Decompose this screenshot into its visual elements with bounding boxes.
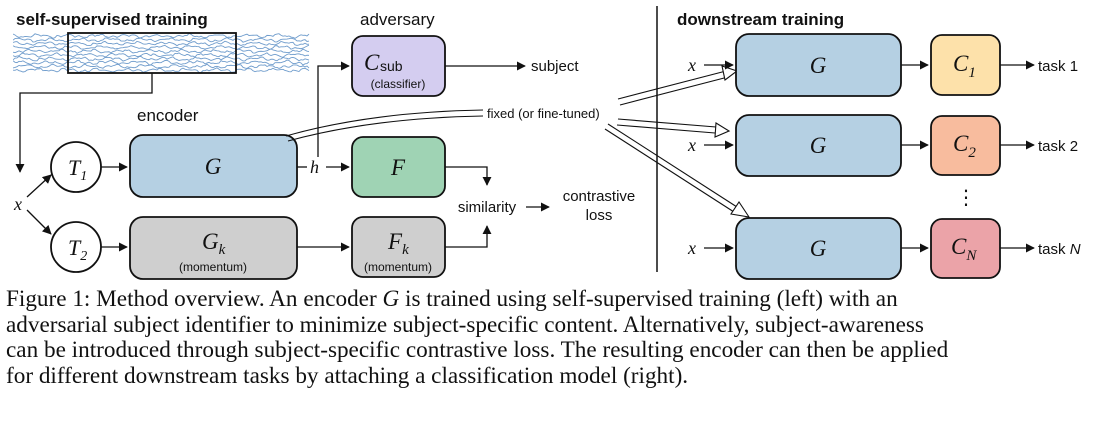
adversary-label: adversary (360, 10, 435, 29)
signal-channel-trace (13, 37, 310, 43)
caption-part-1: Figure 1: Method overview. An encoder (6, 286, 383, 312)
momentum-gk-note: (momentum) (179, 260, 247, 274)
caption-line-3: can be introduced through subject-specif… (6, 337, 949, 363)
signal-channel-trace (13, 67, 310, 73)
f-to-similarity-arrow (445, 166, 492, 186)
task-2-label: task 2 (1038, 138, 1078, 155)
signal-channel-trace (13, 59, 310, 66)
downstream-row1-encoder-label: G (810, 53, 827, 78)
caption-line-2: adversarial subject identifier to minimi… (6, 311, 924, 338)
signal-channel-trace (13, 63, 310, 69)
momentum-fk-note: (momentum) (364, 260, 432, 274)
adversary-csub-subscript: sub (380, 58, 403, 74)
similarity-label: similarity (458, 199, 517, 216)
downstream-row2-input: x (687, 135, 696, 155)
classifier-c2-label: C2 (953, 131, 976, 161)
encoder-label: encoder (137, 106, 199, 125)
projector-f-label: F (390, 155, 406, 180)
x-input-left: x (13, 194, 22, 214)
fk-to-similarity-arrow (445, 225, 492, 248)
momentum-fk-label: Fk (387, 229, 409, 258)
h-label: h (310, 157, 319, 177)
signal-channel-trace (13, 52, 310, 58)
downstream-rowN-input: x (687, 238, 696, 258)
momentum-gk-box (129, 216, 298, 280)
signal-channel-trace (13, 48, 310, 54)
contrastive-loss-label-line2: loss (586, 207, 613, 224)
fixed-weights-transfer (285, 109, 484, 142)
signal-to-x-arrow (15, 73, 153, 173)
signal-channel-trace (13, 40, 310, 47)
subject-output-label: subject (531, 58, 579, 75)
method-overview-diagram: self-supervised training downstream trai… (13, 6, 1081, 280)
downstream-row2-encoder-label: G (810, 133, 827, 158)
transfer-arrow-rowN (604, 123, 751, 218)
caption-line-4: for different downstream tasks by attach… (6, 362, 689, 389)
fixed-or-finetuned-label: fixed (or fine-tuned) (487, 106, 600, 121)
signal-channel-trace (13, 44, 310, 51)
x-to-t1-arrow (26, 174, 52, 198)
caption-part-2: is trained using self-supervised trainin… (399, 286, 898, 312)
signal-channel-trace (13, 55, 310, 62)
signal-channel-trace (13, 33, 310, 39)
x-to-t2-arrow (26, 209, 52, 235)
transfer-arrow-row1 (617, 65, 739, 106)
downstream-rowN-encoder-label: G (810, 236, 827, 261)
momentum-gk-label: Gk (202, 229, 226, 258)
h-to-adversary-arrow (317, 61, 350, 157)
t1-label: T1 (68, 155, 87, 184)
downstream-title: downstream training (677, 10, 844, 29)
task-1-label: task 1 (1038, 58, 1078, 75)
task-N-label: task N (1038, 241, 1081, 258)
caption-encoder-symbol: G (382, 286, 400, 312)
input-signal-waveform (13, 33, 310, 73)
contrastive-loss-label-line1: contrastive (563, 188, 636, 205)
t2-label: T2 (68, 235, 87, 264)
figure-caption: Figure 1: Method overview. An encoder G … (6, 286, 1100, 389)
adversary-csub-label: C (364, 50, 380, 75)
encoder-g-label: G (205, 154, 222, 179)
adversary-csub-note: (classifier) (371, 77, 426, 91)
encoder-g-box (129, 134, 298, 198)
transfer-arrow-row2 (616, 118, 731, 138)
classifier-cN-label: CN (951, 234, 977, 264)
more-tasks-ellipsis: ⋮ (956, 187, 976, 209)
self-supervised-title: self-supervised training (16, 10, 208, 29)
caption-line-1: Figure 1: Method overview. An encoder G … (6, 286, 1100, 313)
classifier-c1-label: C1 (953, 51, 976, 81)
downstream-row1-input: x (687, 55, 696, 75)
